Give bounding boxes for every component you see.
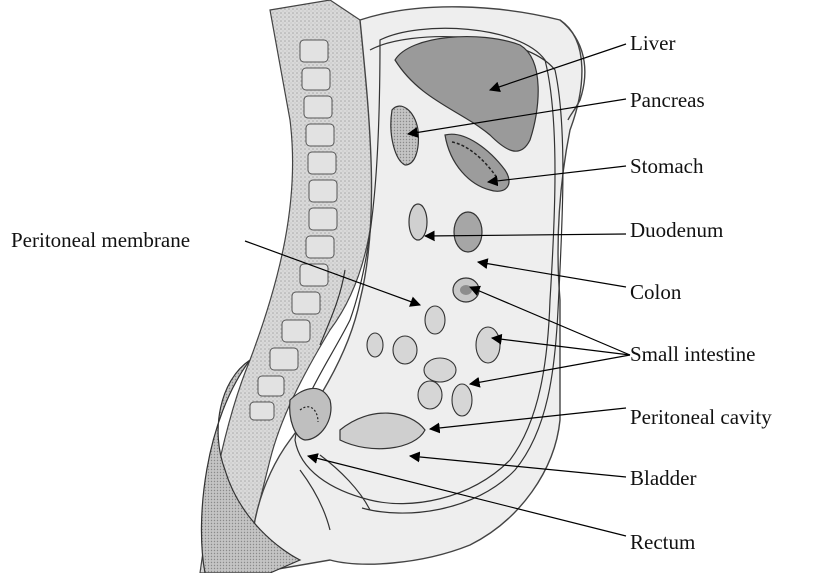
label-colon: Colon	[630, 280, 681, 304]
label-stomach: Stomach	[630, 154, 704, 178]
label-peritoneal-membrane: Peritoneal membrane	[11, 228, 190, 252]
label-pancreas: Pancreas	[630, 88, 705, 112]
label-small-intestine: Small intestine	[630, 342, 755, 366]
label-peritoneal-cavity: Peritoneal cavity	[630, 405, 772, 429]
label-rectum: Rectum	[630, 530, 695, 554]
label-duodenum: Duodenum	[630, 218, 723, 242]
label-liver: Liver	[630, 31, 675, 55]
colon	[453, 278, 479, 302]
label-bladder: Bladder	[630, 466, 696, 490]
